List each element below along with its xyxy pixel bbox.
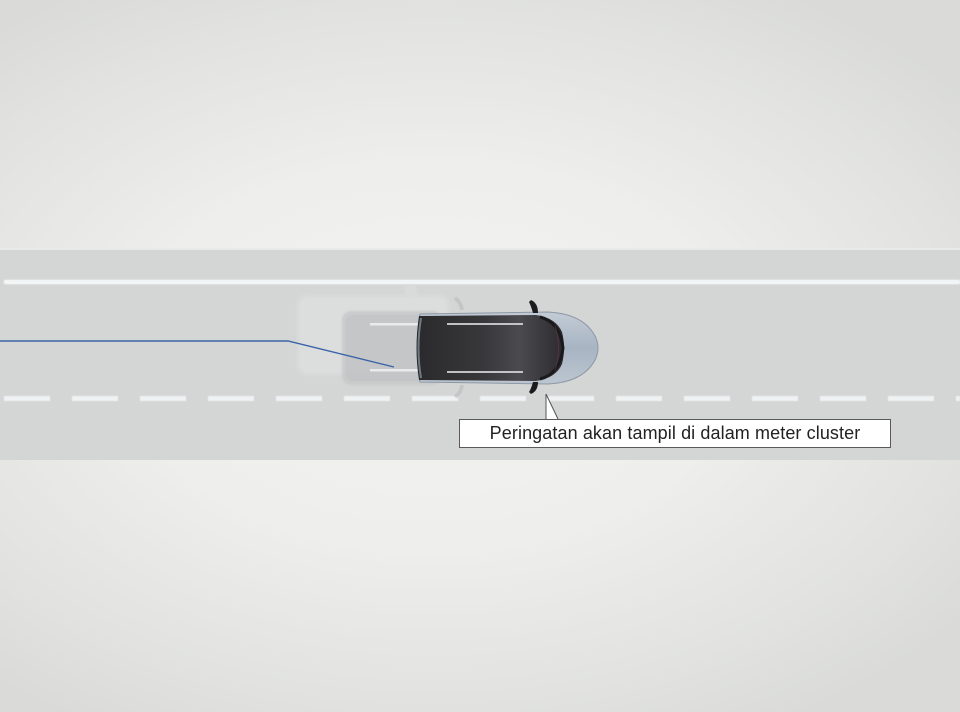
warning-callout-box: Peringatan akan tampil di dalam meter cl… [459, 419, 891, 448]
warning-callout-text: Peringatan akan tampil di dalam meter cl… [489, 423, 861, 443]
callout-pointer [545, 393, 559, 420]
left-mirror [529, 300, 538, 313]
road-edge-solid-line [4, 280, 960, 284]
ghost-car-body [342, 296, 464, 399]
right-mirror [529, 382, 538, 394]
lane-dashed-line [4, 396, 960, 401]
car [416, 300, 599, 394]
trajectory-line [0, 340, 395, 368]
